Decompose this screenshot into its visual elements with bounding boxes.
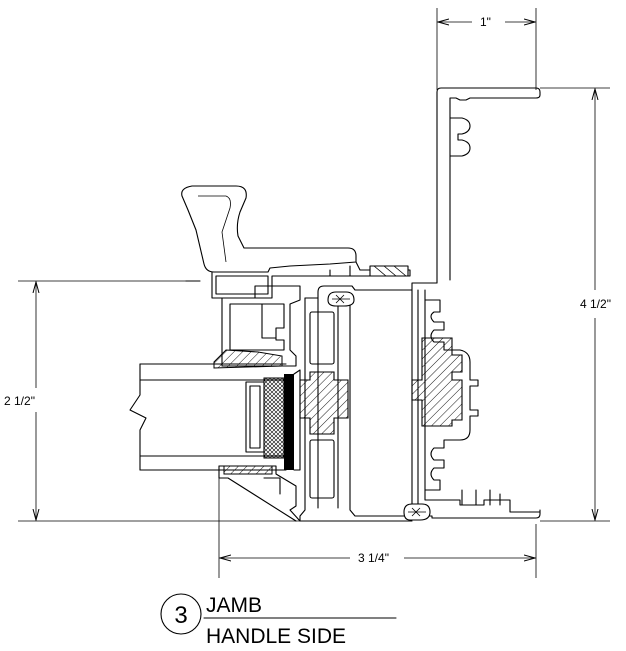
dimension-door-height: 2 1/2" — [4, 280, 300, 522]
detail-number: 3 — [174, 602, 187, 629]
thermal-break-center — [299, 371, 349, 435]
detail-subtitle: HANDLE SIDE — [206, 625, 346, 648]
detail-number-circle — [160, 593, 202, 635]
lower-glazing-leg — [218, 465, 301, 522]
detail-title: JAMB — [206, 594, 262, 617]
dimension-top-width-label: 1" — [480, 15, 491, 29]
jamb-frame-extrusion — [304, 87, 541, 521]
dimension-overall-width-label: 3 1/4" — [358, 551, 389, 565]
bottom-gasket — [223, 465, 273, 475]
thermal-break-right — [411, 337, 463, 427]
break-line — [129, 363, 147, 471]
dimension-top-width: 1" — [436, 8, 537, 90]
glazing-gasket — [213, 349, 283, 369]
insulated-glass-panel — [129, 363, 301, 471]
dimension-overall-height: 4 1/2" — [540, 87, 611, 522]
door-stile-extrusion — [299, 291, 413, 522]
setting-block — [284, 374, 294, 470]
detail-title-block: 3 JAMB HANDLE SIDE — [160, 593, 397, 648]
dimension-overall-width: 3 1/4" — [218, 478, 537, 578]
door-handle — [181, 185, 411, 299]
dimension-door-height-label: 2 1/2" — [4, 394, 35, 408]
sealant — [263, 377, 285, 459]
dimension-overall-height-label: 4 1/2" — [580, 297, 611, 311]
